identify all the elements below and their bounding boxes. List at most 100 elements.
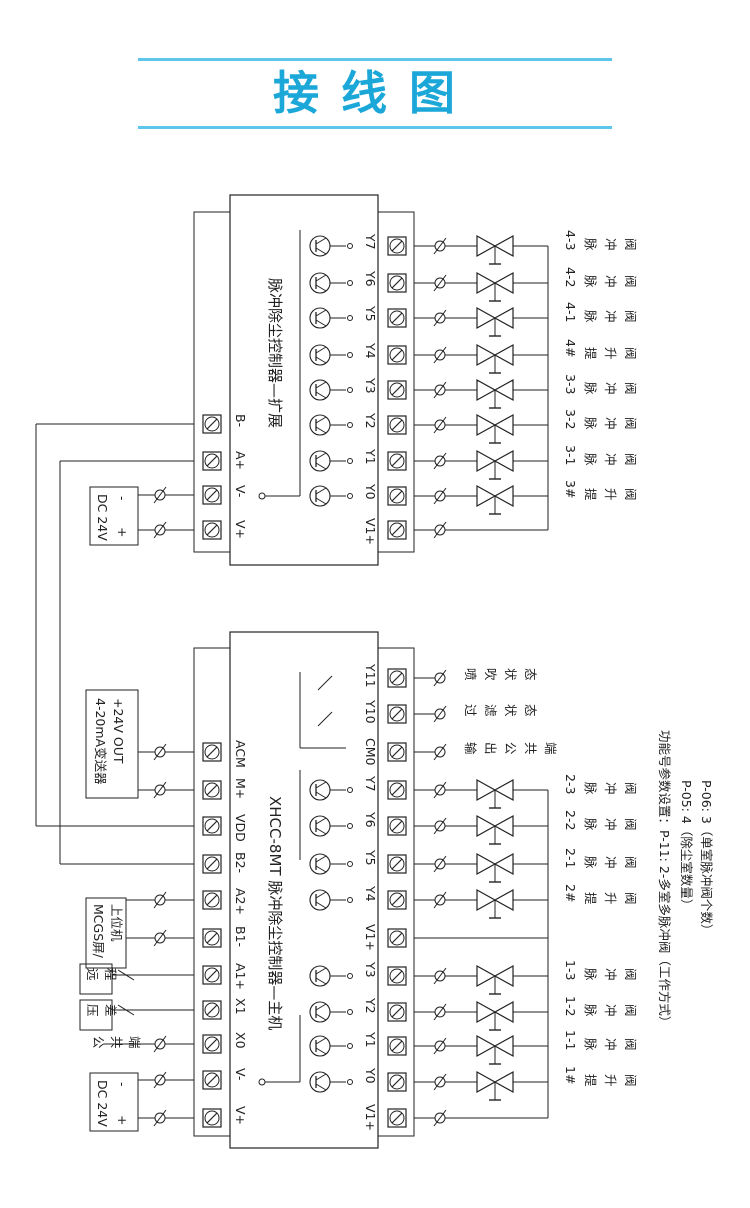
relay-label: 滤 (483, 704, 498, 717)
ext-output-dot (347, 422, 353, 428)
transmitter-label: 4-20mA变送器 (93, 698, 108, 785)
ext-output-fuse-slash (433, 416, 447, 434)
ext-output-transistor (309, 379, 331, 401)
main-top-terminal-label: A1+ (233, 963, 248, 990)
hmi-box (85, 897, 127, 969)
ext-output-fuse-slash (433, 309, 447, 327)
main-output-fuse-slash (433, 967, 447, 985)
main-power-label: DC 24V (95, 1080, 110, 1127)
main-top-terminal-slot (206, 1074, 218, 1086)
relay-label: 态 (523, 668, 538, 681)
relay-fuse-slash (433, 669, 447, 687)
ext-power-fuse-slash (153, 521, 167, 539)
main-output-transistor-c (315, 855, 327, 863)
title-bottom-line (138, 126, 612, 129)
main-output-label: V1+ (363, 1104, 378, 1131)
main-output-dot (347, 787, 353, 793)
ext-output-transistor-e (315, 284, 327, 292)
ext-module-name: 脉冲除尘控制器—扩展 (266, 278, 284, 428)
ext-output-transistor-c (315, 416, 327, 424)
ext-top-terminal-slot (206, 524, 218, 536)
main-valve-label: 脉 (583, 1038, 598, 1051)
main-top-terminal-label: B1- (233, 926, 248, 947)
ext-output-dot (347, 387, 353, 393)
ext-output-label: Y4 (363, 342, 378, 359)
main-top-terminal-slot (206, 894, 218, 906)
main-output-transistor-e (315, 1047, 327, 1055)
ext-output-terminal-screw (389, 238, 405, 254)
main-output-dot (347, 897, 353, 903)
main-top-terminal-slot (206, 1004, 218, 1016)
ext-top-terminal-label: A+ (233, 451, 248, 470)
main-valve-id: 1# (563, 1066, 578, 1084)
ext-valve-id: 4-2 (563, 267, 578, 287)
relay-label: 状 (503, 704, 518, 717)
main-power-plus: + (115, 1115, 130, 1125)
ext-valve-id: 3# (563, 480, 578, 498)
transmitter-fuse-slash (153, 781, 167, 799)
main-top-terminal-label: ACM (233, 740, 248, 768)
main-output-terminal-screw (389, 930, 405, 946)
relay-label: 共 (523, 742, 538, 755)
ext-valve-id: 4# (563, 339, 578, 357)
ext-output-transistor (309, 414, 331, 436)
main-output-label: V1+ (363, 924, 378, 951)
remote-label: 程 (103, 968, 118, 981)
main-output-fuse-slash (433, 781, 447, 799)
ext-valve-id: 4-3 (563, 230, 578, 250)
ext-top-terminal-slot (206, 418, 218, 430)
main-output-terminal-slot (391, 672, 403, 684)
main-output-dot (347, 823, 353, 829)
ext-output-terminal-slot (391, 240, 403, 252)
ext-valve-label: 阀 (623, 382, 638, 395)
ext-output-transistor (309, 485, 331, 507)
ext-valve-label: 阀 (623, 488, 638, 501)
ext-output-transistor (309, 344, 331, 366)
ext-valve-label: 阀 (623, 238, 638, 251)
relay-fuse-slash (433, 743, 447, 761)
main-output-transistor (309, 1035, 331, 1057)
main-module-box (229, 631, 379, 1149)
main-output-transistor-e (315, 1083, 327, 1091)
main-output-terminal-slot (391, 708, 403, 720)
main-valve-id: 1-3 (563, 960, 578, 980)
relay-label: 输 (463, 742, 478, 755)
ext-output-dot (347, 352, 353, 358)
main-top-terminal-screw (204, 1036, 220, 1052)
main-output-transistor-c (315, 1003, 327, 1011)
ext-valve-label: 脉 (583, 238, 598, 251)
main-output-transistor-c (315, 817, 327, 825)
ext-output-dot (347, 280, 353, 286)
remote-label: 远 (85, 968, 100, 981)
main-output-fuse-slash (433, 1037, 447, 1055)
ext-valve-label: 提 (583, 488, 598, 501)
main-top-terminal-label: VDD (233, 814, 248, 842)
relay-label: 态 (523, 704, 538, 717)
main-top-terminal-screw (204, 1110, 220, 1126)
ext-power-plus: + (115, 527, 130, 537)
main-valve-label: 脉 (583, 968, 598, 981)
ext-valve-label: 阀 (623, 453, 638, 466)
ext-top-terminal-slot (206, 455, 218, 467)
main-top-terminal-screw (204, 856, 220, 872)
ext-valve-label: 冲 (603, 453, 618, 466)
param-line-3: P-06: 3（单室脉冲阀个数） (699, 780, 714, 936)
hmi-label: 上位机 (109, 904, 124, 942)
ext-valve-label: 脉 (583, 453, 598, 466)
relay-contact-y11 (317, 675, 333, 691)
ext-output-transistor-c (315, 487, 327, 495)
main-valve-label: 提 (583, 892, 598, 905)
common-fuse-slash (153, 1035, 167, 1053)
param-line-1: 功能号参数设置：P-11: 2-多室多脉冲阀（工作方式） (657, 730, 672, 1028)
ext-output-transistor-e (315, 426, 327, 434)
transmitter-fuse-slash (153, 743, 167, 761)
main-output-terminal-screw (389, 892, 405, 908)
ext-output-terminal-slot (391, 349, 403, 361)
main-valve-id: 2-2 (563, 810, 578, 830)
ext-output-transistor-c (315, 274, 327, 282)
ext-output-label: Y3 (363, 377, 378, 394)
main-valve-label: 阀 (623, 1004, 638, 1017)
main-valve-id: 1-2 (563, 996, 578, 1016)
ext-output-fuse-slash (433, 237, 447, 255)
main-valve-label: 冲 (603, 856, 618, 869)
